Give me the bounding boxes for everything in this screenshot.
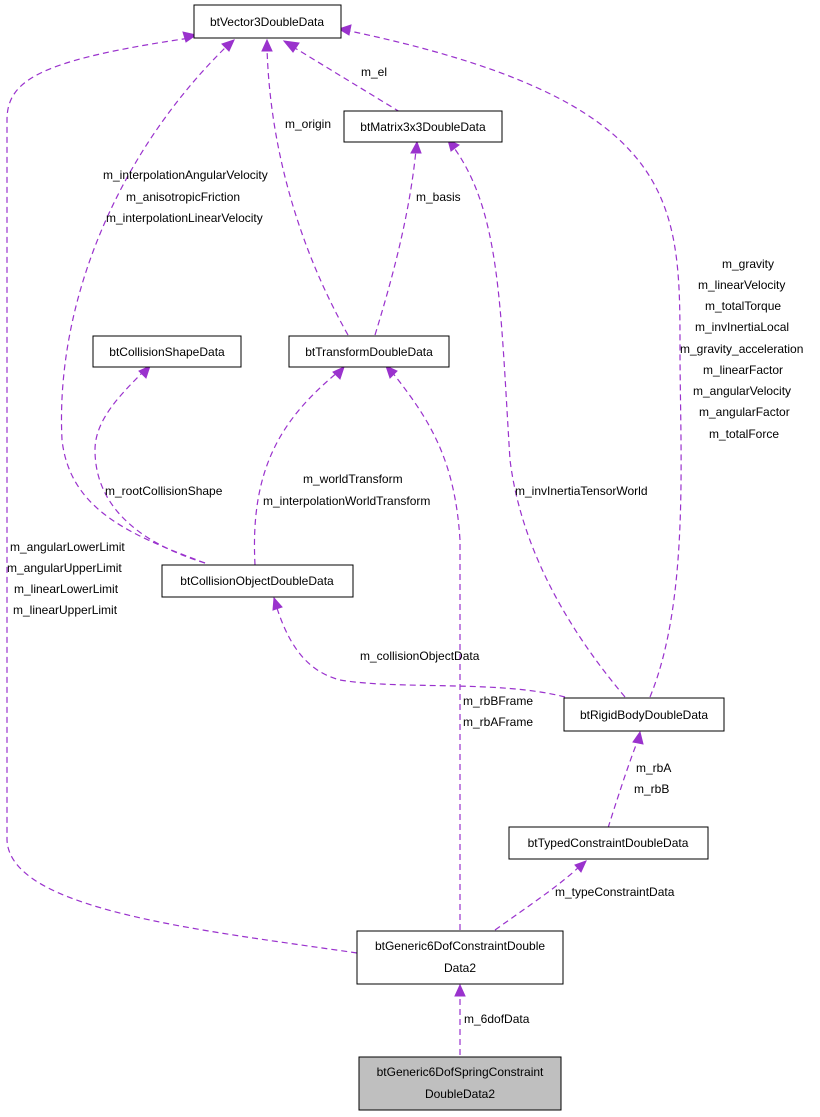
svg-text:btCollisionShapeData: btCollisionShapeData (109, 345, 225, 359)
svg-text:m_collisionObjectData: m_collisionObjectData (360, 649, 480, 663)
edge-rigid-to-matrix (447, 139, 626, 698)
svg-text:m_anisotropicFriction: m_anisotropicFriction (126, 190, 240, 204)
edge-label-world-transforms: m_worldTransform m_interpolationWorldTra… (263, 472, 430, 508)
node-btGeneric6DofSpringConstraintDoubleData2[interactable]: btGeneric6DofSpringConstraint DoubleData… (358, 1056, 562, 1111)
svg-text:m_gravity_acceleration: m_gravity_acceleration (680, 342, 803, 356)
svg-text:m_totalTorque: m_totalTorque (705, 299, 781, 313)
svg-text:m_angularVelocity: m_angularVelocity (693, 384, 791, 398)
svg-text:m_invInertiaLocal: m_invInertiaLocal (695, 320, 789, 334)
edge-generic-to-vector3 (6, 31, 358, 954)
svg-text:btGeneric6DofConstraintDouble: btGeneric6DofConstraintDouble (375, 939, 545, 953)
edge-collobj-to-vector3 (60, 39, 235, 564)
svg-text:btGeneric6DofSpringConstraint: btGeneric6DofSpringConstraint (377, 1065, 544, 1079)
svg-text:m_linearFactor: m_linearFactor (703, 363, 783, 377)
svg-text:btMatrix3x3DoubleData: btMatrix3x3DoubleData (360, 120, 486, 134)
svg-text:m_linearUpperLimit: m_linearUpperLimit (13, 603, 118, 617)
svg-text:m_totalForce: m_totalForce (709, 427, 779, 441)
svg-text:Data2: Data2 (444, 961, 476, 975)
edge-generic-to-transform (385, 365, 461, 930)
edge-collobj-to-transform (253, 366, 345, 566)
edge-typed-to-rigid (607, 730, 644, 829)
svg-text:m_typeConstraintData: m_typeConstraintData (555, 885, 675, 899)
svg-text:m_basis: m_basis (416, 190, 461, 204)
edge-rigid-to-collobj (272, 596, 566, 698)
svg-text:m_interpolationWorldTransform: m_interpolationWorldTransform (263, 494, 430, 508)
svg-text:m_origin: m_origin (285, 117, 331, 131)
svg-text:m_invInertiaTensorWorld: m_invInertiaTensorWorld (515, 484, 648, 498)
svg-text:m_linearLowerLimit: m_linearLowerLimit (14, 582, 119, 596)
node-btTransformDoubleData[interactable]: btTransformDoubleData (288, 335, 450, 368)
svg-text:m_angularUpperLimit: m_angularUpperLimit (7, 561, 122, 575)
node-btMatrix3x3DoubleData[interactable]: btMatrix3x3DoubleData (343, 110, 503, 143)
edge-spring-to-generic (454, 983, 466, 1055)
svg-text:m_6dofData: m_6dofData (464, 1012, 530, 1026)
svg-text:m_worldTransform: m_worldTransform (303, 472, 403, 486)
svg-text:m_gravity: m_gravity (722, 257, 774, 271)
node-btVector3DoubleData[interactable]: btVector3DoubleData (193, 4, 342, 39)
svg-text:btTransformDoubleData: btTransformDoubleData (305, 345, 433, 359)
svg-text:DoubleData2: DoubleData2 (425, 1087, 495, 1101)
svg-text:m_rootCollisionShape: m_rootCollisionShape (105, 484, 223, 498)
edge-label-basis: m_basis (416, 190, 461, 204)
edge-generic-to-typed (494, 860, 587, 931)
edge-label-frames: m_rbBFrame m_rbAFrame (463, 694, 533, 729)
svg-text:m_rbA: m_rbA (636, 761, 671, 775)
svg-text:m_interpolationLinearVelocity: m_interpolationLinearVelocity (106, 211, 263, 225)
svg-text:m_linearVelocity: m_linearVelocity (698, 278, 785, 292)
node-btCollisionObjectDoubleData[interactable]: btCollisionObjectDoubleData (161, 564, 354, 598)
svg-text:m_angularFactor: m_angularFactor (699, 405, 790, 419)
edge-label-root-shape: m_rootCollisionShape (105, 484, 223, 498)
svg-text:m_el: m_el (361, 65, 387, 79)
edge-label-limits: m_angularLowerLimit m_angularUpperLimit … (7, 540, 125, 617)
node-btGeneric6DofConstraintDoubleData2[interactable]: btGeneric6DofConstraintDouble Data2 (356, 930, 564, 985)
edge-label-type-constraint: m_typeConstraintData (555, 885, 675, 899)
edge-collobj-to-shape (94, 365, 206, 564)
svg-text:m_rbB: m_rbB (634, 782, 669, 796)
node-btTypedConstraintDoubleData[interactable]: btTypedConstraintDoubleData (508, 826, 709, 860)
edge-label-6dof-data: m_6dofData (464, 1012, 530, 1026)
svg-text:m_rbBFrame: m_rbBFrame (463, 694, 533, 708)
edge-label-el: m_el (361, 65, 387, 79)
edge-matrix-to-vector3 (282, 40, 401, 113)
svg-text:btTypedConstraintDoubleData: btTypedConstraintDoubleData (528, 836, 689, 850)
svg-text:btCollisionObjectDoubleData: btCollisionObjectDoubleData (180, 574, 334, 588)
node-btCollisionShapeData[interactable]: btCollisionShapeData (92, 335, 242, 368)
svg-text:m_interpolationAngularVelocity: m_interpolationAngularVelocity (103, 168, 268, 182)
edge-rigid-to-vector3 (337, 24, 682, 698)
svg-text:btVector3DoubleData: btVector3DoubleData (210, 15, 324, 29)
edge-label-rigid-vectors: m_gravity m_linearVelocity m_totalTorque… (680, 257, 803, 441)
edge-transform-to-matrix (374, 140, 422, 336)
svg-text:m_angularLowerLimit: m_angularLowerLimit (10, 540, 125, 554)
node-btRigidBodyDoubleData[interactable]: btRigidBodyDoubleData (563, 697, 725, 732)
svg-text:btRigidBodyDoubleData: btRigidBodyDoubleData (580, 708, 708, 722)
edge-label-collision-object-data: m_collisionObjectData (360, 649, 480, 663)
edge-label-rigid-bodies: m_rbA m_rbB (634, 761, 671, 796)
svg-text:m_rbAFrame: m_rbAFrame (463, 715, 533, 729)
edge-label-inertia-tensor: m_invInertiaTensorWorld (515, 484, 648, 498)
edge-label-collobj-vectors: m_interpolationAngularVelocity m_anisotr… (103, 168, 268, 225)
edge-label-origin: m_origin (285, 117, 331, 131)
edge-transform-to-vector3 (261, 38, 349, 336)
